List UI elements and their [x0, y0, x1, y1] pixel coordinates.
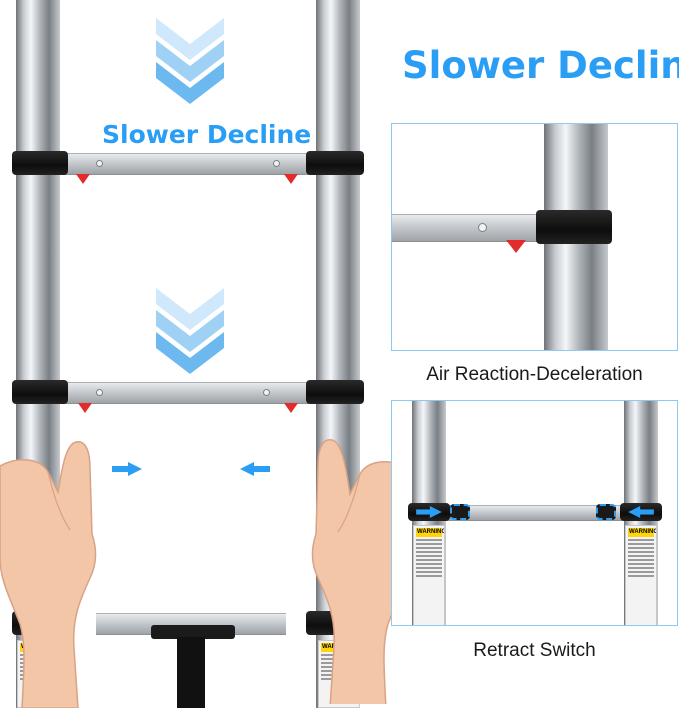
warning-label: WARNING	[413, 525, 445, 625]
arrow-left-icon	[628, 506, 654, 518]
chevron-down-icon	[156, 288, 224, 374]
ladder-scene: Slower Decline WARNING WARNING	[0, 0, 408, 708]
rivet	[273, 160, 280, 167]
right-hand	[311, 439, 408, 704]
rung-clamp	[306, 151, 364, 175]
retract-switch-panel: WARNING WARNING	[391, 400, 678, 626]
safety-tab	[284, 403, 298, 413]
safety-tab	[78, 403, 92, 413]
rung	[60, 153, 316, 175]
rung-clamp	[12, 151, 68, 175]
panel-caption: Retract Switch	[473, 640, 596, 661]
air-reaction-panel	[391, 123, 678, 351]
rung-clamp	[306, 380, 364, 404]
rivet	[263, 389, 270, 396]
warning-label: WARNING	[625, 525, 657, 625]
safety-tab	[76, 174, 90, 184]
arrow-right-icon	[416, 506, 442, 518]
handle-strap	[177, 637, 205, 708]
rivet	[96, 389, 103, 396]
safety-tab	[284, 174, 298, 184]
panel-rung	[446, 505, 624, 521]
retract-switch	[450, 504, 470, 520]
safety-tab	[506, 240, 526, 253]
left-hand	[0, 441, 97, 708]
panel-caption: Air Reaction-Deceleration	[426, 364, 643, 385]
retract-switch	[596, 504, 616, 520]
rivet	[96, 160, 103, 167]
rung-clamp	[12, 380, 68, 404]
rivet	[478, 223, 487, 232]
arrow-left-icon	[240, 462, 270, 476]
chevron-down-icon	[156, 18, 224, 104]
main-heading: Slower Decline	[402, 44, 679, 87]
rung	[60, 382, 316, 404]
panel-clamp	[536, 210, 612, 244]
arrow-right-icon	[112, 462, 142, 476]
left-heading: Slower Decline	[102, 120, 312, 149]
carry-handle	[151, 625, 235, 639]
panel-rung	[392, 214, 544, 242]
